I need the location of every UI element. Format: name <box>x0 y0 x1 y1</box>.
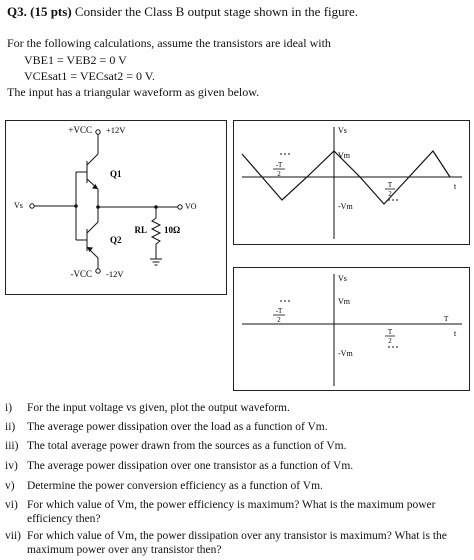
question-text: The average power dissipation over one t… <box>27 460 354 472</box>
output-neg-t-denominator: 2 <box>277 316 281 324</box>
vo-label: VO <box>185 202 197 211</box>
input-t-axis-label: t <box>454 182 457 191</box>
output-t-axis-label: t <box>454 329 457 338</box>
rl-value: 10Ω <box>164 225 180 235</box>
circuit-schematic: +VCC +12V Q1 Q2 Vs VO RL 10Ω -VCC -12V <box>14 125 197 279</box>
question-item: ii) The average power dissipation over t… <box>5 421 467 435</box>
input-waveform-plot: Vs Vm -Vm t -T 2 T 2 <box>241 126 462 239</box>
output-y-label: Vs <box>338 274 347 283</box>
vcc-pos-value: +12V <box>106 125 126 135</box>
question-number: ii) <box>5 421 16 433</box>
assumption-vcesat: VCEsat1 = VECsat2 = 0 V. <box>24 69 155 83</box>
question-item: i) For the input voltage vs given, plot … <box>5 402 467 416</box>
input-y-label: Vs <box>338 126 347 135</box>
input-vm-label: Vm <box>338 151 351 160</box>
question-text: For the input voltage vs given, plot the… <box>27 402 290 414</box>
input-waveform-graph: Vs Vm -Vm t -T 2 T 2 <box>233 120 470 245</box>
vcc-neg-label: -VCC <box>70 269 92 279</box>
output-t-mark: T <box>444 315 449 323</box>
question-text: The total average power drawn from the s… <box>27 440 347 452</box>
q1-label: Q1 <box>110 169 122 179</box>
question-item: vii) For which value of Vm, the power di… <box>5 530 467 558</box>
input-neg-vm-label: -Vm <box>338 202 353 211</box>
question-text: Determine the power conversion efficienc… <box>27 480 323 492</box>
question-text: The average power dissipation over the l… <box>27 421 328 433</box>
question-number: i) <box>5 402 13 414</box>
input-note: The input has a triangular waveform as g… <box>7 85 260 99</box>
input-neg-t-denominator: 2 <box>277 170 281 178</box>
assumption-vbe: VBE1 = VEB2 = 0 V <box>24 53 127 67</box>
question-item: iv) The average power dissipation over o… <box>5 460 467 474</box>
question-text: For which value of Vm, the power dissipa… <box>27 530 447 556</box>
question-item: iii) The total average power drawn from … <box>5 440 467 454</box>
circuit-diagram: +VCC +12V Q1 Q2 Vs VO RL 10Ω -VCC -12V <box>5 120 227 295</box>
question-item: vi) For which value of Vm, the power eff… <box>5 499 467 527</box>
question-number: iv) <box>5 460 18 472</box>
input-pos-t-denominator: 2 <box>388 190 392 198</box>
output-waveform-graph: Vs Vm -Vm t T -T 2 T 2 <box>233 267 470 391</box>
input-neg-t-numerator: -T <box>276 161 283 169</box>
question-title: Q3. (15 pts) Consider the Class B output… <box>7 4 358 20</box>
assumptions-intro: For the following calculations, assume t… <box>7 36 331 50</box>
question-text: For which value of Vm, the power efficie… <box>27 499 436 525</box>
output-vm-label: Vm <box>338 297 351 306</box>
output-neg-t-numerator: -T <box>276 307 283 315</box>
question-number: vi) <box>5 499 18 511</box>
input-pos-t-numerator: T <box>388 181 393 189</box>
vcc-pos-label: +VCC <box>68 125 92 135</box>
output-pos-t-numerator: T <box>388 328 393 336</box>
question-number: iii) <box>5 440 19 452</box>
question-number: Q3. <box>7 4 27 19</box>
question-prompt: Consider the Class B output stage shown … <box>74 4 358 19</box>
question-number: vii) <box>5 530 21 542</box>
vcc-neg-value: -12V <box>106 269 124 279</box>
output-neg-vm-label: -Vm <box>338 349 353 358</box>
question-points: (15 pts) <box>30 4 72 19</box>
output-waveform-plot: Vs Vm -Vm t T -T 2 T 2 <box>242 274 462 386</box>
vs-label: Vs <box>14 201 23 210</box>
q2-label: Q2 <box>110 235 122 245</box>
rl-label: RL <box>134 225 147 235</box>
question-number: v) <box>5 480 15 492</box>
output-pos-t-denominator: 2 <box>388 337 392 345</box>
question-item: v) Determine the power conversion effici… <box>5 480 467 494</box>
